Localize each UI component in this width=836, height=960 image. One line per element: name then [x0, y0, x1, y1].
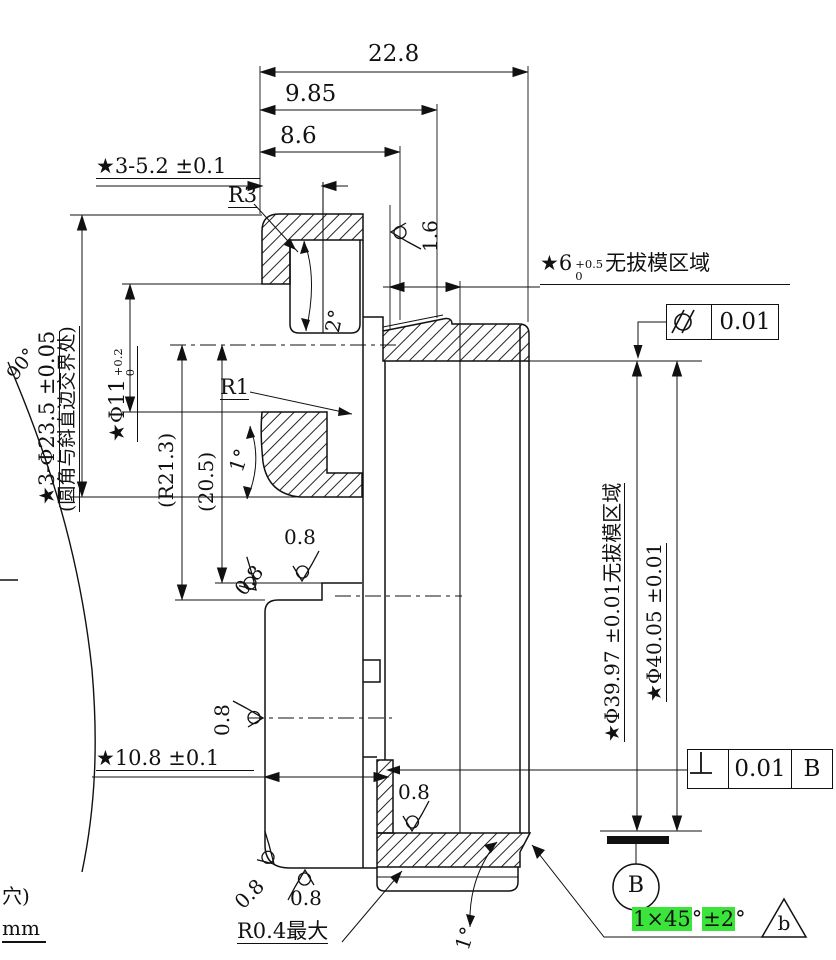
- cylindricity-value: 0.01: [711, 305, 778, 339]
- section-bottom-flange: [376, 832, 532, 868]
- roughness-0-8-c: 0.8: [210, 704, 234, 736]
- dim-8-6: 8.6: [280, 123, 317, 149]
- tol-lower: 0: [122, 368, 137, 377]
- chamfer-deg: °: [691, 907, 703, 931]
- chamfer-tol-highlight: ±2: [702, 907, 736, 931]
- adjacent-view-arc: [0, 361, 96, 873]
- perpendicularity-icon: [688, 750, 728, 788]
- dim-r0-4-max: R0.4最大: [237, 919, 329, 945]
- draft-triangle: [760, 897, 808, 938]
- chamfer-callout: 1×45°±2°: [632, 907, 746, 931]
- gdt-perpendicularity-frame: 0.01 B: [687, 749, 833, 789]
- roughness-0-8-e: 0.8: [290, 886, 322, 910]
- label-r3: R3: [228, 183, 258, 209]
- centerlines: [170, 344, 462, 719]
- roughness-icon: [390, 222, 422, 250]
- roughness-icon: [292, 550, 320, 582]
- unit-label: mm: [2, 918, 46, 943]
- dim-6-note: 无拔模区域: [605, 251, 711, 275]
- tol-upper: +0.5: [575, 257, 604, 271]
- dimension-lines: [76, 66, 683, 832]
- roughness-icon: [402, 800, 430, 832]
- dim-phi39-97: ★Φ39.97 ±0.01无拔模区域: [600, 482, 625, 742]
- dim-10-8: ★10.8 ±0.1: [96, 747, 254, 772]
- gdt-cylindricity-frame: 0.01: [666, 304, 779, 340]
- roughness-icon: [232, 700, 264, 728]
- dim-phi11-value: ★Φ11: [105, 379, 129, 442]
- extension-lines: [70, 66, 702, 832]
- perpendicularity-value: 0.01: [728, 750, 791, 788]
- dim-slot-width: ★3-5.2 ±0.1: [96, 155, 260, 180]
- section-mid-rib: [260, 411, 363, 498]
- dim-6-value: ★6: [540, 251, 573, 275]
- dim-bolt-circle-note: (圆角与斜直边交界处): [56, 326, 80, 512]
- label-r1: R1: [220, 375, 250, 401]
- dim-20-5: (20.5): [194, 451, 218, 512]
- cylindricity-icon: [667, 305, 711, 339]
- angle-2deg: 2°: [320, 307, 349, 335]
- dim-9-85: 9.85: [285, 81, 337, 107]
- draft-mark-label: b: [777, 911, 791, 935]
- roughness-0-8-a: 0.8: [284, 525, 316, 549]
- section-cut-regions: [260, 213, 532, 868]
- dim-22-8: 22.8: [368, 41, 420, 67]
- tol-lower: 0: [575, 268, 583, 283]
- section-top-flange: [382, 317, 530, 362]
- chamfer-value-highlight: 1×45: [632, 907, 692, 931]
- perpendicularity-datum: B: [791, 750, 832, 788]
- roughness-0-8-f: 0.8: [398, 780, 430, 804]
- leader-arrowheads: [243, 238, 643, 927]
- dim-phi40-05: ★Φ40.05 ±0.01: [642, 542, 667, 702]
- roughness-1-6: 1.6: [418, 220, 442, 252]
- chamfer-deg2: °: [735, 907, 746, 931]
- section-top-hub: [261, 213, 364, 285]
- note-fragment-hole: 穴): [2, 884, 30, 908]
- roughness-icon: [245, 830, 287, 872]
- datum-b-label: B: [627, 873, 645, 898]
- dim-r21-3: (R21.3): [154, 432, 178, 508]
